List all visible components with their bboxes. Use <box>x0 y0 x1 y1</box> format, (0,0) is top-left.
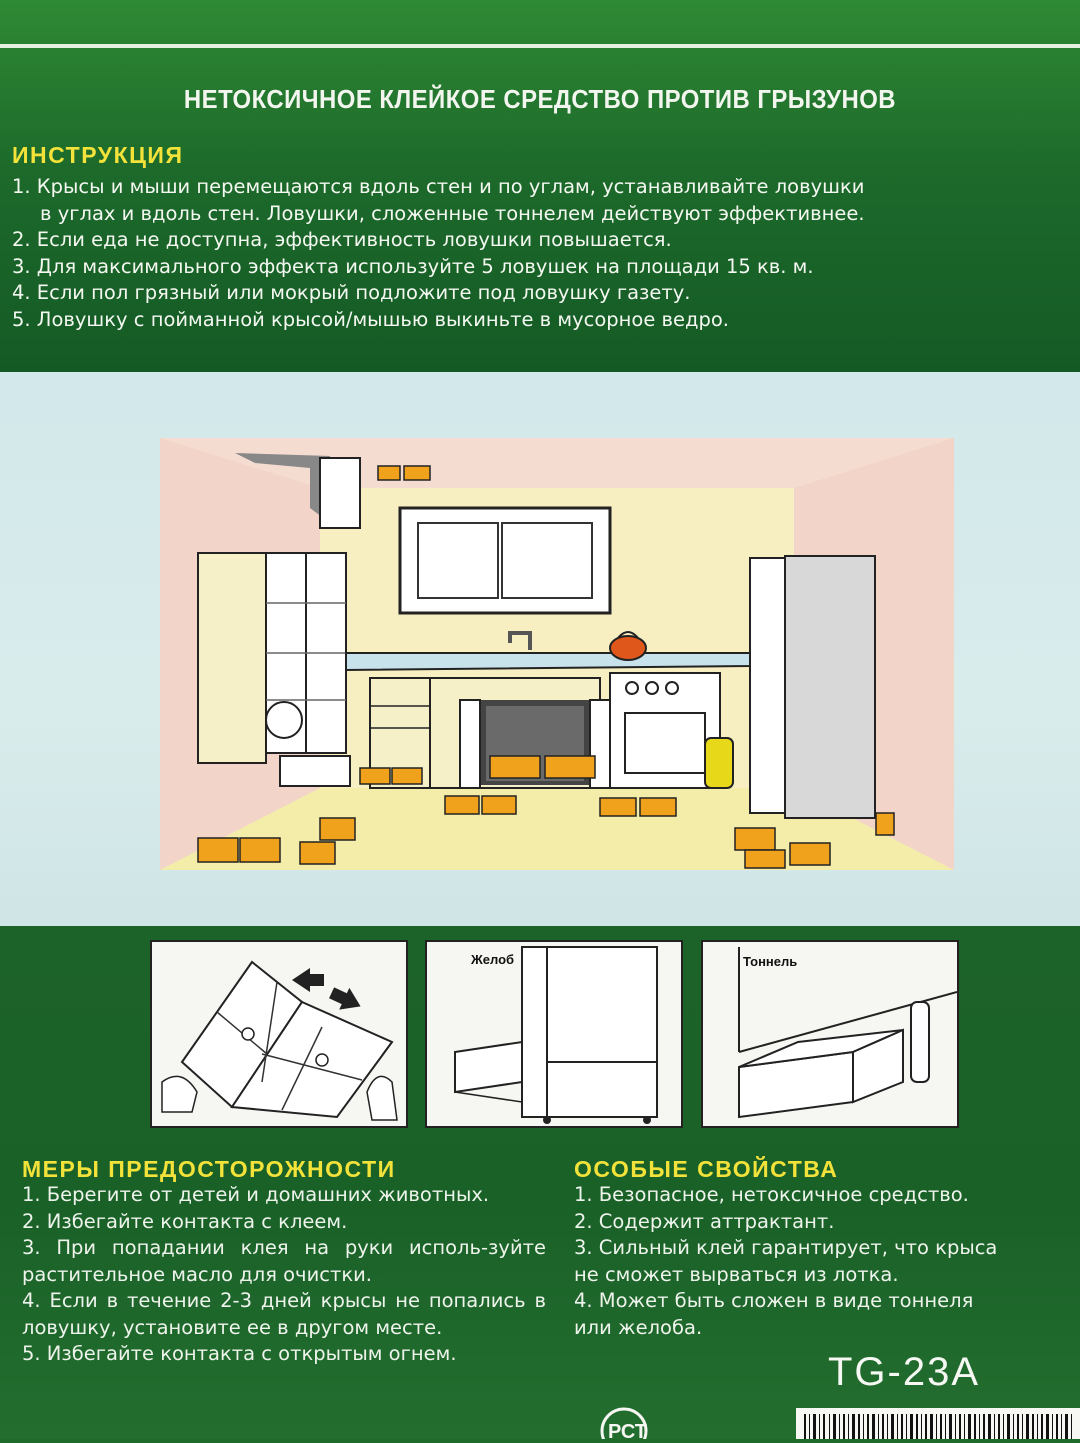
feature-line: 1. Безопасное, нетоксичное средство. <box>574 1183 969 1206</box>
feature-line: не сможет вырваться из лотка. <box>574 1262 899 1286</box>
instruction-band <box>0 0 1080 372</box>
instruction-heading: ИНСТРУКЦИЯ <box>12 142 184 168</box>
precaution-item: 4. Если в течение 2-3 дней крысы не попа… <box>22 1289 546 1339</box>
precautions-list: 1. Берегите от детей и домашних животных… <box>22 1182 546 1368</box>
gutter-drawing <box>454 946 658 1124</box>
feature-line: 2. Содержит аттрактант. <box>574 1209 835 1233</box>
panel-gutter: Желоб <box>425 940 683 1128</box>
tunnel-drawing <box>738 947 958 1119</box>
feature-line: или желоба. <box>574 1315 703 1339</box>
features-heading: ОСОБЫЕ СВОЙСТВА <box>574 1156 839 1182</box>
model-number: TG-23A <box>828 1350 981 1394</box>
instruction-line: 2. Если еда не доступна, эффективность л… <box>12 228 672 251</box>
certification-mark: РСТ <box>600 1407 648 1439</box>
product-title: НЕТОКСИЧНОЕ КЛЕЙКОЕ СРЕДСТВО ПРОТИВ ГРЫЗ… <box>183 84 897 114</box>
precautions-heading: МЕРЫ ПРЕДОСТОРОЖНОСТИ <box>22 1156 396 1182</box>
feature-line: 3. Сильный клей гарантирует, что крыса <box>574 1236 998 1259</box>
precaution-item: 1. Берегите от детей и домашних животных… <box>22 1183 490 1206</box>
gutter-label: Желоб <box>471 952 515 967</box>
precaution-item: 3. При попадании клея на руки исполь-зуй… <box>22 1236 546 1286</box>
precaution-item: 5. Избегайте контакта с открытым огнем. <box>22 1342 457 1365</box>
features-list: 1. Безопасное, нетоксичное средство. 2. … <box>574 1182 1080 1341</box>
instruction-line: 1. Крысы и мыши перемещаются вдоль стен … <box>12 175 865 198</box>
instruction-list: 1. Крысы и мыши перемещаются вдоль стен … <box>12 174 1080 333</box>
barcode <box>796 1408 1080 1439</box>
instruction-line: 5. Ловушку с пойманной крысой/мышью выки… <box>12 307 729 331</box>
feature-line: 4. Может быть сложен в виде тоннеля <box>574 1289 974 1312</box>
instruction-line: 4. Если пол грязный или мокрый подложите… <box>12 281 691 304</box>
kitchen-illustration <box>160 438 954 870</box>
instruction-line: в углах и вдоль стен. Ловушки, сложенные… <box>40 201 865 225</box>
certification-text: РСТ <box>608 1421 647 1439</box>
panel-tunnel: Тоннель <box>701 940 959 1128</box>
instruction-line: 3. Для максимального эффекта используйте… <box>12 254 814 278</box>
tunnel-label: Тоннель <box>743 954 798 969</box>
panel-unfold <box>150 940 408 1128</box>
barcode-icon <box>804 1414 1072 1439</box>
top-rule <box>0 44 1080 48</box>
precaution-item: 2. Избегайте контакта с клеем. <box>22 1209 348 1233</box>
unfold-trap-drawing <box>161 960 398 1121</box>
